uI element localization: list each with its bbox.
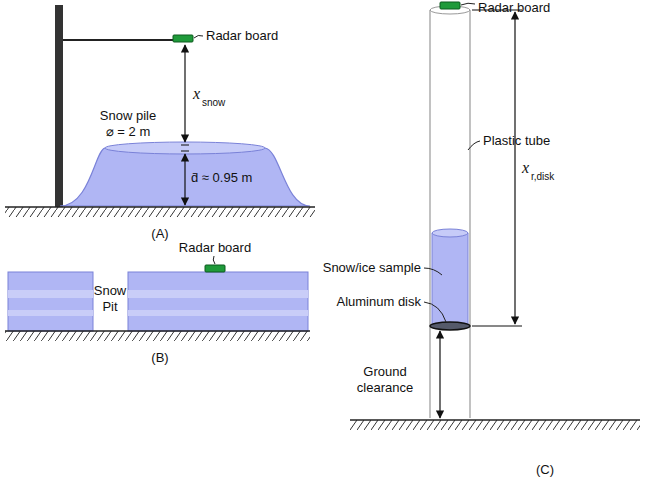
- label: r,disk: [531, 171, 554, 183]
- label: Radar board: [179, 240, 251, 256]
- pole: [55, 5, 63, 207]
- sample-top: [432, 229, 468, 237]
- label: (C): [536, 462, 554, 478]
- ground: [350, 419, 640, 421]
- label: Radar board: [206, 28, 278, 44]
- tick: [181, 145, 189, 146]
- dimension-arrow: [184, 154, 185, 205]
- label: snow: [202, 97, 225, 109]
- label: ⌀ = 2 m: [106, 124, 151, 140]
- pile-top: [105, 142, 265, 154]
- dimension-arrow: [184, 45, 185, 142]
- aluminum-disk: [430, 322, 470, 330]
- snow-block: [8, 272, 93, 331]
- label: Snow/ice sample: [323, 260, 421, 276]
- plastic-tube: [430, 10, 470, 418]
- leader-line: [461, 3, 475, 5]
- tick: [181, 151, 189, 152]
- snow-layer: [128, 310, 308, 316]
- radar-board: [173, 35, 193, 42]
- snow-layer: [8, 290, 93, 298]
- snow-layer: [8, 310, 93, 316]
- label: Radar board: [478, 0, 550, 16]
- label: x: [522, 160, 529, 176]
- label: Snow pile: [100, 108, 156, 124]
- radar-board: [205, 265, 225, 272]
- label: Aluminum disk: [336, 294, 421, 310]
- snow-pile: [60, 148, 310, 206]
- label: Plastic tube: [483, 133, 550, 149]
- snow-ice-sample: [432, 233, 468, 329]
- ground: [5, 330, 310, 332]
- label: d̄ ≈ 0.95 m: [191, 170, 252, 186]
- tick: [472, 326, 522, 327]
- ground: [5, 206, 315, 208]
- leader-line: [424, 302, 446, 322]
- snow-block: [128, 272, 308, 331]
- label: (B): [151, 350, 168, 366]
- leader-line: [424, 268, 442, 275]
- leader-line: [213, 256, 215, 264]
- dimension-arrow: [514, 12, 515, 324]
- label: (A): [151, 226, 168, 242]
- label: x: [193, 86, 200, 102]
- ground-hatch: [350, 420, 640, 430]
- leader-line: [468, 141, 480, 150]
- arm: [63, 39, 175, 41]
- leader-line: [194, 35, 203, 38]
- label: Snow Pit: [90, 283, 130, 315]
- ground-hatch: [5, 331, 310, 341]
- snow-layer: [128, 290, 308, 298]
- label: Ground clearance: [350, 364, 420, 396]
- ground-hatch: [5, 207, 315, 217]
- dimension-arrow: [439, 331, 440, 418]
- radar-board: [440, 2, 460, 9]
